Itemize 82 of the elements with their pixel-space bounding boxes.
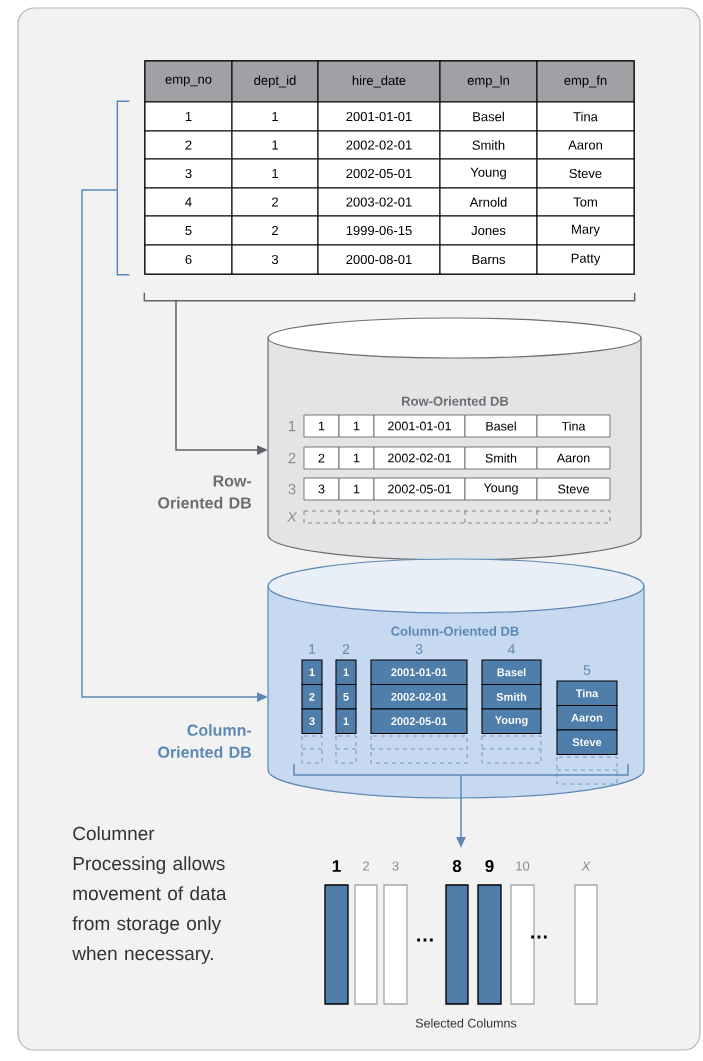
table-cell: 6 <box>144 244 233 275</box>
table-cell: 5 <box>144 215 233 246</box>
column-cell: Steve <box>556 729 618 755</box>
table-cell: 2 <box>144 130 233 160</box>
table-cell: 1999-06-15 <box>317 215 441 246</box>
row-number: X <box>287 512 298 522</box>
column-number: 3 <box>392 861 399 871</box>
table-cell: 2 <box>231 215 319 246</box>
table-cell: Smith <box>439 130 538 160</box>
column-number: 2 <box>363 861 369 871</box>
table-cell: 2003-02-01 <box>317 187 441 217</box>
table-cell: Basel <box>439 101 538 132</box>
column-number: 2 <box>342 644 350 654</box>
column-cell: 3 <box>301 708 323 734</box>
table-cell: 2 <box>231 187 319 217</box>
table-cell: Aaron <box>536 130 635 160</box>
table-cell: 1 <box>338 446 375 470</box>
table-cell: Arnold <box>439 187 538 217</box>
header-cell: emp_no <box>144 60 233 103</box>
column-number: 4 <box>507 644 515 654</box>
table-cell: Tom <box>536 187 635 217</box>
header-cell: emp_fn <box>536 60 635 103</box>
arrow <box>143 291 636 455</box>
table-cell: Steve <box>536 477 611 501</box>
table-cell: Steve <box>536 158 635 189</box>
table-cell: Mary <box>536 215 635 246</box>
ellipsis: … <box>417 938 433 942</box>
header-cell: emp_ln <box>439 60 538 103</box>
table-cell: Young <box>439 158 538 189</box>
table-cell: 2 <box>303 446 340 470</box>
column-number: 3 <box>415 644 423 654</box>
table-cell: 1 <box>231 130 319 160</box>
column-cell: Basel <box>481 659 542 685</box>
table-cell: 1 <box>338 414 375 438</box>
table-cell: Tina <box>536 101 635 132</box>
column-cell: 2002-05-01 <box>370 708 468 734</box>
column-cell: 1 <box>335 659 357 685</box>
row-number: 1 <box>289 420 296 432</box>
header-cell: dept_id <box>231 60 319 103</box>
row-number: 3 <box>288 483 296 495</box>
row-number: 2 <box>288 452 296 464</box>
table-cell: 1 <box>338 477 375 501</box>
column-number: X <box>581 861 591 871</box>
table-cell: 4 <box>144 187 233 217</box>
column-cell: 1 <box>335 708 357 734</box>
table-cell: 2002-05-01 <box>317 158 441 189</box>
table-cell: Jones <box>439 215 538 246</box>
column-cell: 2002-02-01 <box>370 684 468 710</box>
side-label: Column-Oriented DB <box>158 724 252 758</box>
column-cell: 1 <box>301 659 323 685</box>
table-cell: 2002-02-01 <box>317 130 441 160</box>
column-cell: 5 <box>335 684 357 710</box>
table-cell: 1 <box>144 101 233 132</box>
column-number: 1 <box>309 644 316 654</box>
column-cell: 2 <box>301 684 323 710</box>
table-cell: Barns <box>439 244 538 275</box>
table-cell: Smith <box>464 446 538 470</box>
column-cell: Tina <box>556 680 618 706</box>
table-cell: 2001-01-01 <box>317 101 441 132</box>
table-cell: Basel <box>464 414 538 438</box>
table-cell: 3 <box>144 158 233 189</box>
column-number: 10 <box>516 861 530 871</box>
table-cell: 1 <box>303 414 340 438</box>
table-cell: 1 <box>231 158 319 189</box>
table-cell: 3 <box>303 477 340 501</box>
table-cell: 1 <box>231 101 319 132</box>
group-label: Selected Columns <box>415 1018 517 1028</box>
column-number: 5 <box>583 665 591 675</box>
column-cell: 2001-01-01 <box>370 659 468 685</box>
table-cell: 2000-08-01 <box>317 244 441 275</box>
table-cell: Aaron <box>536 446 611 470</box>
ellipsis: … <box>531 935 547 939</box>
table-cell: Patty <box>536 244 635 275</box>
note-text: Columner Processing allows movement of data from storage only when necessary. <box>72 826 227 964</box>
column-cell: Aaron <box>556 705 618 731</box>
table-cell: Young <box>464 477 538 501</box>
side-label: Row-Oriented DB <box>158 475 252 509</box>
header-cell: hire_date <box>317 60 441 103</box>
column-cell: Young <box>481 708 542 734</box>
table-cell: 3 <box>231 244 319 275</box>
table-cell: Tina <box>536 414 611 438</box>
column-cell: Smith <box>481 684 542 710</box>
